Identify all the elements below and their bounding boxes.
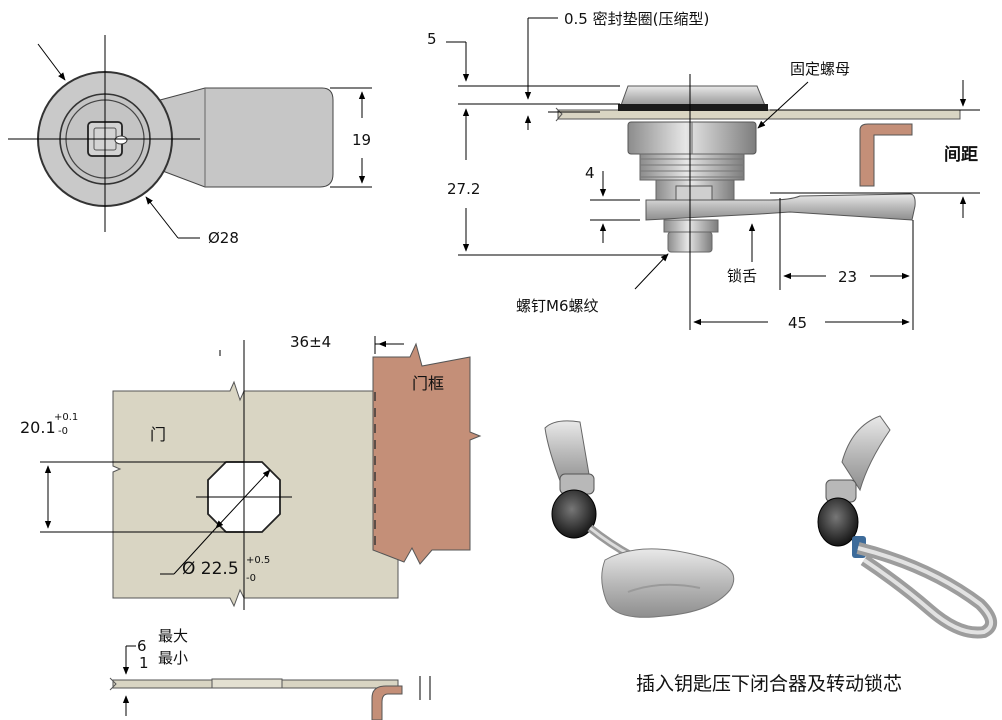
height-tol-plus: +0.1: [54, 412, 78, 423]
front-view: Ø28 19: [8, 35, 372, 247]
dim-5-label: 5: [427, 30, 437, 48]
key-bow-right: [856, 542, 997, 639]
min-value: 1: [139, 654, 149, 672]
door-label: 门: [150, 425, 166, 444]
seal-label: 0.5 密封垫圈(压缩型): [564, 10, 709, 28]
height-20-1-label: 20.1: [20, 418, 56, 437]
lock-knob-right: [817, 497, 859, 547]
screw-label: 螺钉M6螺纹: [516, 297, 599, 315]
dim-23-label: 23: [838, 268, 857, 286]
hole-dia-label: Ø 22.5: [182, 559, 239, 579]
tongue-right-photo: [841, 415, 891, 492]
hole-tol-plus: +0.5: [246, 555, 270, 566]
door-frame: [372, 342, 482, 565]
lock-knob-left: [551, 489, 597, 539]
nut-label: 固定螺母: [790, 60, 850, 78]
max-value: 6: [137, 637, 147, 655]
key-bow-left: [601, 548, 735, 618]
tongue-label: 锁舌: [727, 267, 757, 285]
frame-side: [859, 123, 913, 187]
door-panel-side: [557, 109, 961, 120]
dim-45-label: 45: [788, 314, 807, 332]
height-19-label: 19: [352, 131, 371, 149]
diameter-label: Ø28: [208, 229, 239, 247]
min-label: 最小: [158, 649, 188, 667]
product-photo: 插入钥匙压下闭合器及转动锁芯: [544, 415, 997, 695]
max-label: 最大: [158, 627, 188, 645]
frame-label: 门框: [412, 374, 444, 393]
hole-tol-minus: -0: [246, 573, 256, 584]
cam-tongue-front: [159, 87, 334, 188]
cam-tongue-side: [645, 193, 916, 221]
cutout-view: Ø 22.5 +0.5 -0 20.1 +0.1 -0 36±4 门框 门: [20, 333, 482, 610]
thin-frame-strip: [371, 685, 403, 720]
photo-caption: 插入钥匙压下闭合器及转动锁芯: [636, 673, 902, 695]
gap-label: 间距: [944, 144, 978, 165]
side-view: 5 27.2 0.5 密封垫圈(压缩型) 固定螺母 间距 4 锁舌 23 45: [427, 10, 980, 332]
offset-label: 36±4: [290, 333, 331, 351]
dim-4-label: 4: [585, 164, 595, 182]
dim-27-2-label: 27.2: [447, 180, 480, 198]
height-tol-minus: -0: [58, 426, 68, 437]
thickness-view: 6 最大 1 最小: [109, 627, 431, 720]
